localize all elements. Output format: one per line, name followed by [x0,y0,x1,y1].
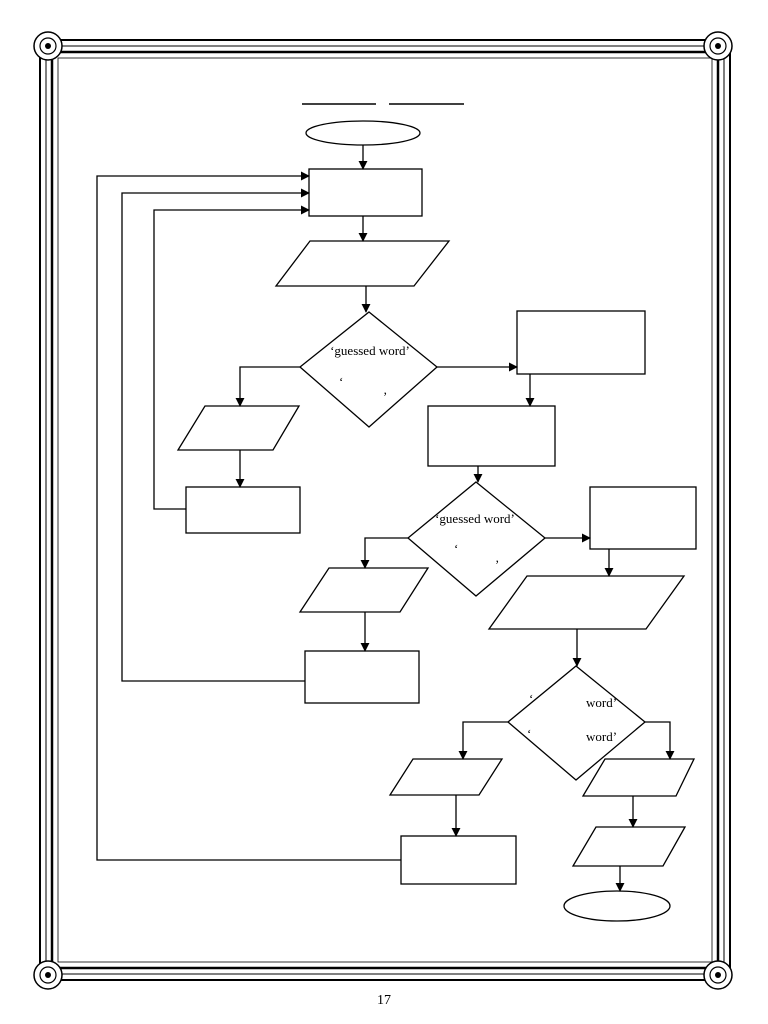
start-terminal [305,120,421,146]
process-box-4 [589,486,697,550]
decision-3-quote-open-2: ‘ [527,726,531,741]
page-number: 17 [377,993,391,1008]
output-parallelogram-left-2 [298,567,430,613]
connectors [96,145,675,892]
input-parallelogram-1 [274,240,451,287]
decision-1-quote-close: ’ [383,389,387,404]
decision-1-quote-open: ‘ [339,374,343,389]
process-box-3 [427,405,556,467]
decision-diamond-3 [506,665,647,781]
corner-ornament-top-left [33,31,63,61]
decision-3-word-1: word’ [586,695,617,710]
decision-3-quote-open-1: ‘ [529,691,533,706]
page-border [39,39,731,981]
decision-2-quote-close: ’ [495,557,499,572]
decision-1-label: ‘guessed word’ [330,343,410,358]
process-box-1 [308,168,423,217]
process-box-left-2 [304,650,420,704]
output-parallelogram-right-2 [571,826,687,867]
decision-diamond-1 [298,311,439,428]
corner-ornament-bottom-right [703,960,733,990]
process-box-2 [516,310,646,375]
decision-2-label: ‘guessed word’ [435,511,515,526]
output-parallelogram-left-1 [176,405,301,451]
output-parallelogram-right-1 [581,758,696,797]
process-box-left-3 [400,835,517,885]
decision-diamond-2 [406,481,547,597]
end-terminal [563,890,671,922]
input-parallelogram-2 [487,575,686,630]
decision-3-word-2: word’ [586,729,617,744]
process-box-left-1 [185,486,301,534]
decision-2-quote-open: ‘ [454,541,458,556]
output-parallelogram-left-3 [388,758,504,796]
corner-ornament-bottom-left [33,960,63,990]
corner-ornament-top-right [703,31,733,61]
